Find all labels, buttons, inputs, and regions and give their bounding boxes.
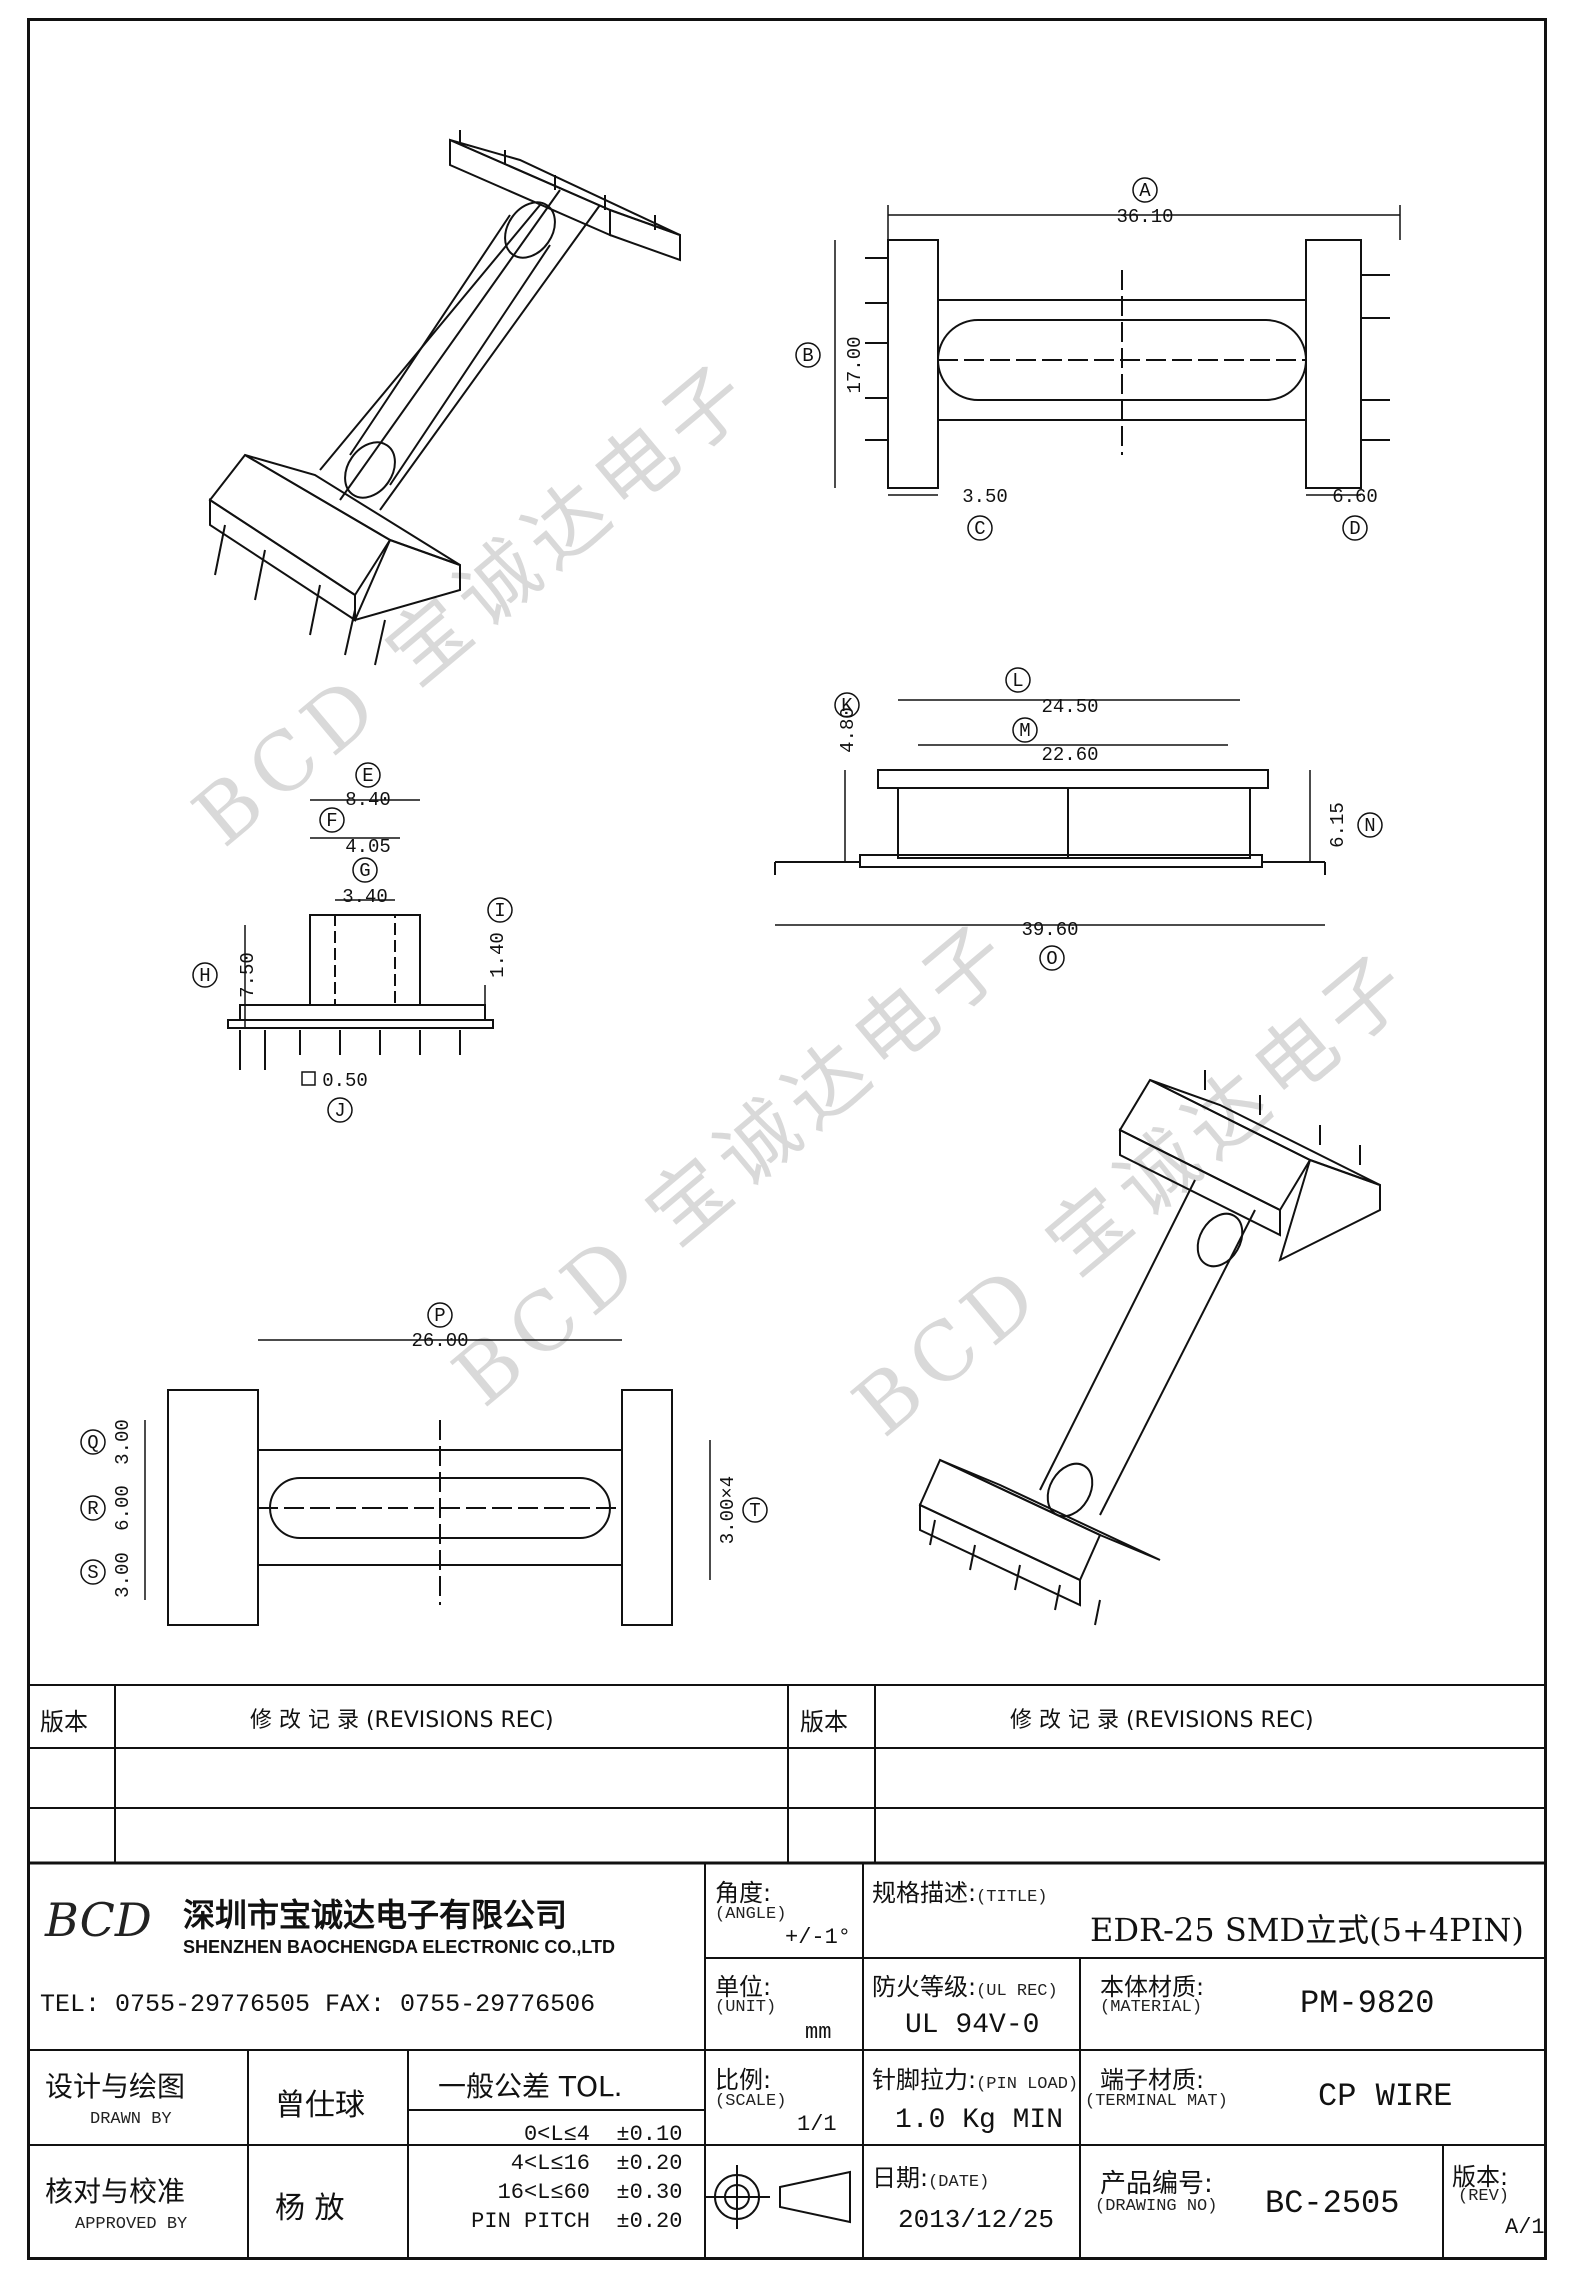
dim-value-g: 3.40 — [342, 886, 388, 908]
dim-value-f: 4.05 — [345, 836, 391, 858]
dim-label-m: M — [1019, 720, 1030, 742]
title-value: EDR-25 SMD立式(5+4PIN) — [1090, 1911, 1524, 1949]
drawn-by-label: 设计与绘图 — [45, 2070, 186, 2103]
drawing-no-label-en: (DRAWING NO) — [1095, 2197, 1218, 2216]
material-label: 本体材质: — [1100, 1973, 1205, 2001]
dim-value-p: 26.00 — [411, 1330, 468, 1352]
approved-by-label: 核对与校准 — [45, 2175, 186, 2208]
rev-value: A/1 — [1505, 2215, 1545, 2240]
revision-record-header: 修 改 记 录 (REVISIONS REC) — [250, 1708, 554, 1733]
dim-label-n: N — [1364, 815, 1375, 837]
tolerance-row: 4<L≤16 ±0.20 — [510, 2151, 683, 2176]
unit-value: mm — [805, 2020, 832, 2045]
tolerance-row: 0<L≤4 ±0.10 — [523, 2122, 683, 2147]
dim-value-s: 3.00 — [112, 1552, 134, 1598]
ul-value: UL 94V-0 — [905, 2010, 1040, 2041]
top-view — [834, 205, 1401, 496]
company-name-en: SHENZHEN BAOCHENGDA ELECTRONIC CO.,LTD — [183, 1937, 615, 1957]
side-view — [774, 699, 1326, 926]
pin-load-value: 1.0 Kg MIN — [895, 2105, 1064, 2136]
dim-label-g: G — [359, 860, 370, 882]
dim-value-n: 6.15 — [1327, 802, 1349, 848]
drawing-sheet — [27, 18, 1547, 2260]
rev-label-en: (REV) — [1458, 2187, 1510, 2206]
dim-label-i: I — [494, 900, 505, 922]
company-name-cn: 深圳市宝诚达电子有限公司 — [183, 1896, 568, 1934]
revision-version-header: 版本 — [40, 1708, 88, 1736]
dim-label-l: L — [1012, 670, 1023, 692]
dim-value-r: 6.00 — [112, 1485, 134, 1531]
revision-version-header-2: 版本 — [800, 1708, 848, 1736]
dim-value-d: 6.60 — [1332, 486, 1378, 508]
dim-label-j: J — [334, 1100, 345, 1122]
dim-value-t: 3.00×4 — [717, 1476, 739, 1544]
dim-label-b: B — [802, 345, 813, 367]
dim-label-h: H — [199, 965, 210, 987]
tolerance-row: 16<L≤60 ±0.30 — [497, 2180, 683, 2205]
dim-value-q: 3.00 — [112, 1419, 134, 1465]
material-value: PM-9820 — [1300, 1985, 1435, 2022]
rev-label: 版本: — [1452, 2163, 1509, 2191]
tolerance-label: 一般公差 TOL. — [438, 2070, 623, 2103]
company-contact: TEL: 0755-29776505 FAX: 0755-29776506 — [40, 1990, 596, 2019]
dim-label-t: T — [749, 1500, 760, 1522]
scale-label-en: (SCALE) — [715, 2092, 787, 2111]
drawn-by-label-en: DRAWN BY — [90, 2110, 172, 2129]
bottom-view — [144, 1339, 711, 1626]
dim-label-e: E — [362, 765, 373, 787]
dim-label-o: O — [1046, 948, 1057, 970]
angle-label-en: (ANGLE) — [715, 1905, 787, 1924]
date-label: 日期:(DATE) — [872, 2164, 990, 2192]
dim-label-d: D — [1349, 518, 1360, 540]
title-label: 规格描述:(TITLE) — [872, 1879, 1048, 1907]
drawn-by-value: 曾仕球 — [275, 2088, 365, 2123]
dim-label-q: Q — [87, 1432, 98, 1454]
company-logo: BCD — [45, 1893, 152, 1947]
approved-by-value: 杨 放 — [275, 2191, 345, 2226]
scale-label: 比例: — [715, 2066, 772, 2094]
dim-value-h: 7.50 — [237, 952, 259, 998]
approved-by-label-en: APPROVED BY — [75, 2215, 188, 2234]
dim-value-m: 22.60 — [1041, 744, 1098, 766]
drawing-no-value: BC-2505 — [1265, 2185, 1400, 2222]
dim-label-f: F — [326, 810, 337, 832]
tolerance-row: PIN PITCH ±0.20 — [471, 2209, 683, 2234]
dim-value-c: 3.50 — [962, 486, 1008, 508]
material-label-en: (MATERIAL) — [1100, 1998, 1203, 2017]
angle-label: 角度: — [715, 1879, 772, 1907]
dim-label-k: K — [841, 695, 853, 717]
dim-value-j: 0.50 — [322, 1070, 368, 1092]
dim-value-i: 1.40 — [487, 932, 509, 978]
title-block-grid — [28, 1684, 1545, 2258]
drawing-no-label: 产品编号: — [1100, 2169, 1213, 2199]
revision-record-header-2: 修 改 记 录 (REVISIONS REC) — [1010, 1708, 1314, 1733]
dim-value-l: 24.50 — [1041, 696, 1098, 718]
iso-view-bottom — [918, 1070, 1381, 1626]
unit-label: 单位: — [715, 1973, 772, 2001]
dim-value-b: 17.00 — [844, 336, 866, 393]
dim-label-a: A — [1139, 180, 1151, 202]
tolerance-table: 0<L≤4 ±0.10 4<L≤16 ±0.20 16<L≤60 ±0.30 P… — [420, 2120, 700, 2236]
terminal-value: CP WIRE — [1318, 2078, 1453, 2115]
scale-value: 1/1 — [797, 2112, 837, 2137]
dim-label-r: R — [87, 1498, 98, 1520]
terminal-label-en: (TERMINAL MAT) — [1085, 2092, 1228, 2111]
front-view — [227, 799, 494, 1070]
iso-view-top — [208, 130, 681, 666]
dim-value-k: 4.80 — [837, 707, 859, 753]
dim-value-a: 36.10 — [1116, 206, 1173, 228]
date-value: 2013/12/25 — [898, 2205, 1055, 2235]
dim-label-p: P — [434, 1305, 445, 1327]
dim-label-c: C — [974, 518, 985, 540]
dim-label-s: S — [87, 1562, 98, 1584]
angle-value: +/-1° — [785, 1925, 852, 1950]
pin-load-label: 针脚拉力:(PIN LOAD) — [872, 2066, 1079, 2094]
ul-label: 防火等级:(UL REC) — [872, 1973, 1058, 2001]
unit-label-en: (UNIT) — [715, 1998, 777, 2017]
dim-value-e: 8.40 — [345, 789, 391, 811]
terminal-label: 端子材质: — [1100, 2066, 1205, 2094]
dim-value-o: 39.60 — [1021, 919, 1078, 941]
